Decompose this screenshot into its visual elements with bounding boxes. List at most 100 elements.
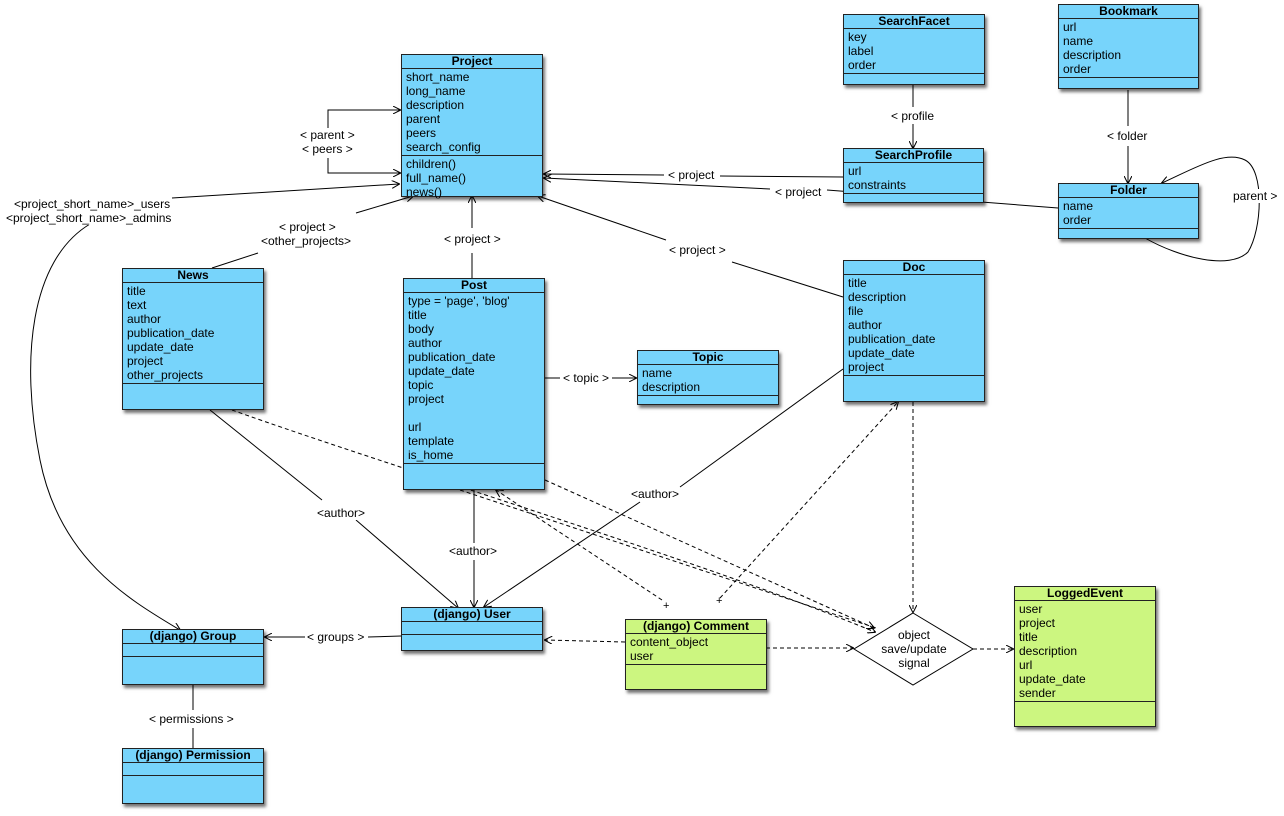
- class-member: name: [1063, 199, 1094, 213]
- class-member: constraints: [848, 178, 907, 192]
- class-member: title: [1019, 630, 1038, 644]
- class-title: SearchProfile: [844, 149, 983, 163]
- signal-line-1: object: [897, 628, 931, 642]
- class-member: project: [1019, 616, 1056, 630]
- class-title: Bookmark: [1059, 5, 1198, 19]
- label-topic: < topic >: [562, 371, 611, 385]
- class-member: content_object: [630, 635, 709, 649]
- class-member: name: [1063, 34, 1094, 48]
- label-parent: < parent >: [299, 128, 356, 142]
- class-member: search_config: [406, 140, 481, 154]
- edge-comment-user: [545, 640, 626, 642]
- class-permission[interactable]: (django) Permission: [122, 748, 264, 804]
- class-member: project: [408, 392, 445, 406]
- label-news-other-projects: <other_projects>: [260, 234, 353, 248]
- edge-groups: [367, 635, 402, 638]
- class-member: url: [408, 420, 422, 434]
- edge-post-signal: [544, 479, 874, 628]
- class-member: user: [1019, 602, 1043, 616]
- class-member: url: [1063, 20, 1077, 34]
- label-admins: <project_short_name>_admins: [5, 211, 173, 225]
- class-member: project: [848, 360, 885, 374]
- class-member: peers: [406, 126, 437, 140]
- class-member: description: [1063, 48, 1122, 62]
- class-member: order: [848, 58, 877, 72]
- class-group[interactable]: (django) Group: [122, 629, 264, 685]
- class-member: title: [127, 284, 146, 298]
- class-title: Doc: [844, 261, 984, 275]
- class-member: author: [408, 336, 443, 350]
- class-member: sender: [1019, 686, 1056, 700]
- edge-comment-doc: [719, 402, 898, 599]
- class-member: parent: [406, 112, 441, 126]
- class-member: description: [848, 290, 907, 304]
- signal-diamond: [853, 612, 974, 686]
- class-member: order: [1063, 213, 1092, 227]
- edge-parent: [327, 110, 400, 130]
- edge-peers: [327, 158, 400, 173]
- class-member: file: [848, 304, 864, 318]
- class-title: Post: [404, 279, 544, 293]
- class-member: update_date: [408, 364, 475, 378]
- class-title: (django) Group: [123, 630, 263, 644]
- class-user[interactable]: (django) User: [401, 607, 543, 651]
- edge-comment-post: [496, 490, 663, 601]
- label-doc-project: < project >: [668, 243, 727, 257]
- label-plus-post: +: [663, 600, 670, 612]
- class-member: name: [642, 366, 673, 380]
- class-member: description: [642, 380, 701, 394]
- label-profile: < profile: [890, 109, 936, 123]
- class-member: children(): [406, 157, 457, 171]
- class-title: Project: [402, 55, 542, 69]
- class-member: title: [848, 276, 867, 290]
- class-member: url: [1019, 658, 1033, 672]
- edge-doc-project: [731, 261, 844, 298]
- label-post-project: < project >: [443, 232, 502, 246]
- class-title: LoggedEvent: [1015, 587, 1155, 601]
- class-member: url: [848, 164, 862, 178]
- class-member: title: [408, 308, 427, 322]
- label-peers: < peers >: [301, 142, 354, 156]
- class-member: publication_date: [127, 326, 215, 340]
- label-news-project: < project >: [278, 220, 337, 234]
- class-member: description: [1019, 644, 1078, 658]
- class-title: (django) User: [402, 608, 542, 622]
- class-member: other_projects: [127, 368, 204, 382]
- class-attributes: [402, 622, 542, 635]
- label-users: <project_short_name>_users: [13, 197, 172, 211]
- class-title: Topic: [638, 351, 778, 365]
- class-title: News: [123, 269, 263, 283]
- class-member: type = 'page', 'blog': [408, 294, 510, 308]
- class-member: user: [630, 649, 654, 663]
- edge-doc-author: [679, 368, 844, 488]
- class-member: topic: [408, 378, 434, 392]
- class-attributes: [123, 644, 263, 657]
- edge-news-author: [209, 409, 323, 501]
- class-member: label: [848, 44, 874, 58]
- edge-folder-parent: [1144, 156, 1260, 262]
- signal-label: object save/update signal: [868, 628, 960, 670]
- class-title: Folder: [1059, 184, 1198, 198]
- class-operations: children()full_name()news(): [402, 156, 542, 200]
- class-member: news(): [406, 185, 443, 199]
- class-member: update_date: [1019, 672, 1086, 686]
- edge-users-admins-group: [30, 223, 180, 630]
